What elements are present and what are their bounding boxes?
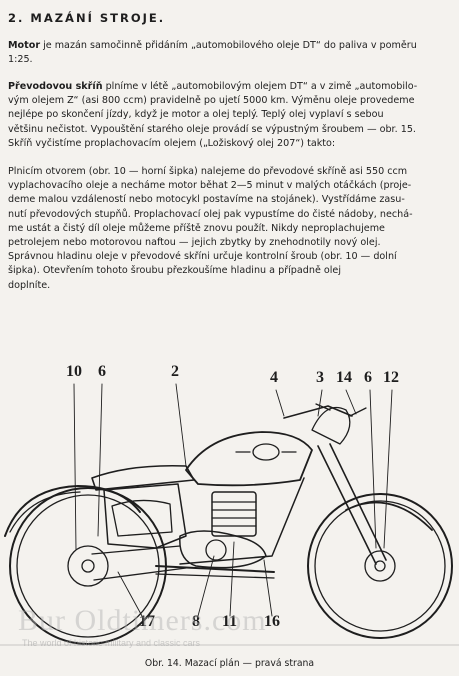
text-line: nutí převodových stupňů. Proplachovací o… [8,208,413,220]
text-line: deme malou vzdáleností nebo motocykl pos… [8,194,405,206]
lead-gearbox: Převodovou skříň [8,81,103,92]
text-line: 1:25. [8,54,33,66]
watermark-subtitle: The world of historic military and class… [22,638,201,648]
text-line: Správnou hladinu oleje v převodové skřín… [8,251,397,263]
text-line: šipka). Otevřením tohoto šroubu přezkouš… [8,265,341,277]
motorcycle-drawing [0,383,459,646]
text-line: vým olejem Z“ (asi 800 ccm) pravidelně p… [8,95,415,107]
figure-label: 3 [316,369,324,386]
text-line: je mazán samočinně přidáním „automobilov… [40,40,417,51]
paragraph-motor: Motor je mazán samočinně přidáním „autom… [8,39,459,67]
figure-label: 4 [270,369,278,386]
figure-label: 8 [192,613,200,630]
figure-label: 10 [66,363,82,380]
figure-caption: Obr. 14. Mazací plán — pravá strana [144,658,315,669]
text-line: doplníte. [8,279,51,291]
text-line: vyplachovacího oleje a necháme motor běh… [8,180,412,192]
text-line: petrolejem nebo motorovou naftou — jejic… [8,237,381,249]
lead-motor: Motor [8,40,41,51]
figure-label: 6 [364,369,372,386]
paragraph-flushing: Plnicím otvorem (obr. 10 — horní šipka) … [8,165,459,293]
figure-label: 16 [264,613,280,630]
figure-label: 6 [98,363,106,380]
paragraph-gearbox: Převodovou skříň plníme v létě „automobi… [8,80,459,151]
text-line: me ustát a čistý díl oleje můžeme příště… [8,222,385,234]
figure-label: 14 [336,369,352,386]
figure-label: 12 [383,369,399,386]
watermark: Bur Oldtimers.com [18,604,267,637]
figure-label: 17 [139,613,155,630]
text-line: Skříň vyčistíme proplachovacím olejem („… [8,137,336,149]
text-line: Plnicím otvorem (obr. 10 — horní šipka) … [8,166,408,177]
text-line: nejlépe po skončení jízdy, když je motor… [8,109,384,121]
section-heading: 2. MAZÁNÍ STROJE. [8,11,166,25]
figure-label: 2 [171,363,179,380]
text-line: plníme v létě „automobilovým olejem DT“ … [102,81,418,92]
figure-label: 11 [222,613,238,630]
text-line: většinu nečistot. Vypouštění starého ole… [8,123,416,135]
motorcycle-lubrication-figure: 10 6 2 4 3 14 6 12 17 8 11 16 [0,360,459,660]
